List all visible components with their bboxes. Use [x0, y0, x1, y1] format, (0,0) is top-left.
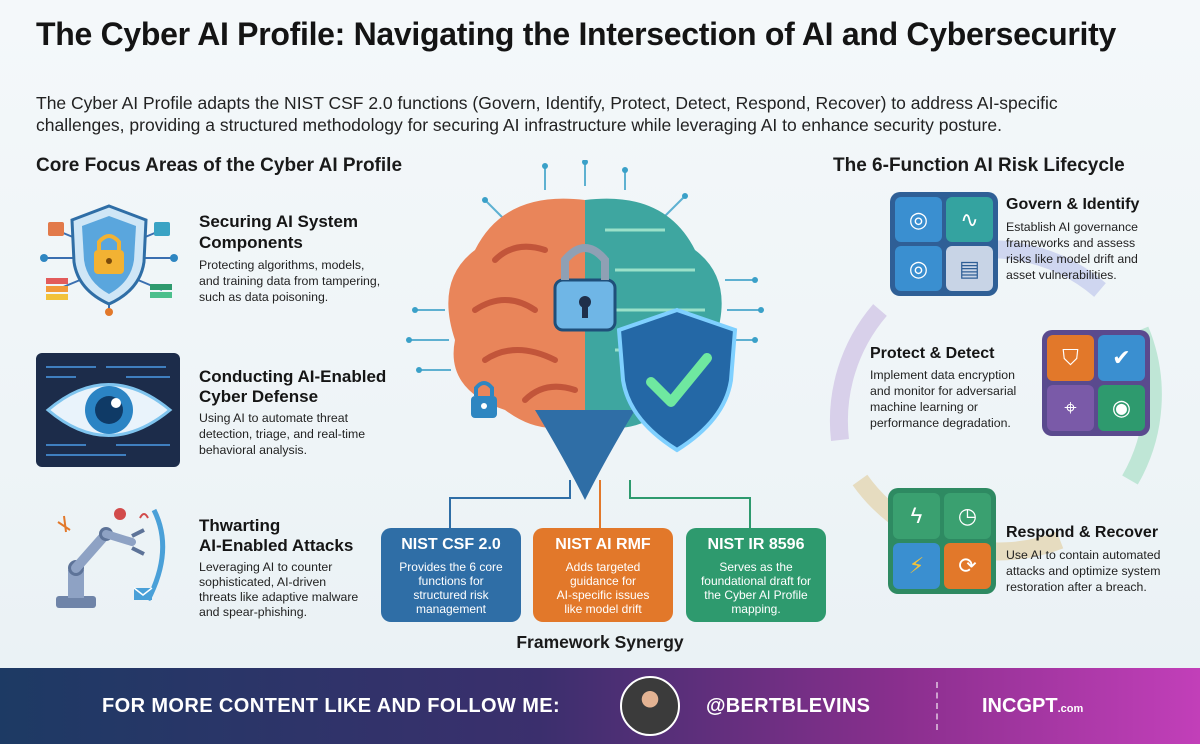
brand-name: INCGPT [982, 695, 1058, 717]
lifecycle-protect-title: Protect & Detect [870, 345, 995, 362]
focus-item-defense: Conducting AI-Enabled Cyber Defense Usin… [36, 353, 406, 473]
radar-icon: ◉ [1098, 385, 1145, 431]
shield-lock-network-icon [40, 204, 178, 316]
framework-desc-line-4: mapping. [731, 602, 781, 616]
lifecycle-protect-desc-1: Implement data encryption [870, 368, 1015, 382]
focus-title-line-1: Thwarting [199, 516, 281, 535]
shield-icon: ⛉ [1047, 335, 1094, 381]
lightning-icon: ϟ [893, 493, 940, 539]
focus-desc-line-3: behavioral analysis. [199, 443, 308, 457]
brand-suffix: .com [1057, 703, 1084, 715]
lifecycle-respond-desc-2: attacks and optimize system [1006, 564, 1161, 578]
lifecycle-respond-desc-1: Use AI to contain automated [1006, 548, 1161, 562]
focus-item-attacks: Thwarting AI-Enabled Attacks Leveraging … [36, 500, 406, 620]
focus-title-line-1: Securing AI System [199, 212, 359, 231]
eye-code-icon [36, 353, 180, 467]
framework-title: NIST CSF 2.0 [401, 536, 501, 553]
framework-desc-line-2: guidance for [569, 574, 637, 588]
framework-desc-line-4: like model drift [564, 602, 642, 616]
compass-icon: ◎ [895, 246, 942, 291]
lifecycle-govern-desc-1: Establish AI governance [1006, 220, 1138, 234]
document-gavel-icon: ▤ [946, 246, 993, 291]
framework-title: NIST IR 8596 [707, 536, 805, 553]
govern-tiles: ◎ ∿ ◎ ▤ [890, 192, 998, 296]
footer-brand-link[interactable]: INCGPT.com [982, 695, 1083, 718]
framework-card-ir8596: NIST IR 8596 Serves as the foundational … [686, 528, 826, 622]
refresh-icon: ⟳ [944, 543, 991, 589]
page-title: The Cyber AI Profile: Navigating the Int… [36, 16, 1116, 52]
focus-title-line-1: Conducting AI-Enabled [199, 367, 387, 386]
focus-title-line-2: Cyber Defense [199, 387, 319, 406]
focus-title-line-2: AI-Enabled Attacks [199, 536, 354, 555]
footer-divider [936, 682, 938, 730]
framework-synergy-label: Framework Synergy [516, 632, 684, 652]
lifecycle-protect-desc-3: machine learning or [870, 400, 979, 414]
focus-desc-line-1: Protecting algorithms, models, [199, 258, 365, 272]
framework-title: NIST AI RMF [555, 536, 651, 553]
focus-desc-line-3: threats like adaptive malware [199, 590, 359, 604]
clock-restore-icon: ◷ [944, 493, 991, 539]
bolt-icon: ⚡ [893, 543, 940, 589]
framework-desc-line-1: Adds targeted [565, 560, 641, 574]
robot-arm-icon [56, 508, 166, 608]
satellite-icon: ⌖ [1047, 385, 1094, 431]
footer-banner: FOR MORE CONTENT LIKE AND FOLLOW ME: @BE… [0, 668, 1200, 744]
focus-desc-line-4: and spear-phishing. [199, 605, 308, 619]
lifecycle-respond-title: Respond & Recover [1006, 524, 1159, 541]
core-focus-heading: Core Focus Areas of the Cyber AI Profile [36, 155, 403, 176]
focus-title-line-2: Components [199, 233, 303, 252]
framework-connectors [449, 480, 751, 528]
lifecycle-heading: The 6-Function AI Risk Lifecycle [833, 155, 1125, 176]
framework-desc-line-1: Provides the 6 core [399, 560, 503, 574]
respond-tiles: ϟ ◷ ⚡ ⟳ [888, 488, 996, 594]
compass-icon: ◎ [895, 197, 942, 242]
focus-item-securing: Securing AI System Components Protecting… [36, 200, 406, 320]
pulse-icon: ∿ [946, 197, 993, 242]
lifecycle-govern-title: Govern & Identify [1006, 196, 1140, 213]
footer-cta: FOR MORE CONTENT LIKE AND FOLLOW ME: [102, 695, 561, 717]
intro-text: The Cyber AI Profile adapts the NIST CSF… [36, 93, 1058, 135]
focus-desc-line-1: Using AI to automate threat [199, 411, 349, 425]
avatar [620, 676, 680, 736]
framework-desc-line-4: management [415, 602, 487, 616]
brain-shield-illustration [406, 160, 764, 500]
protect-tiles: ⛉ ✔ ⌖ ◉ [1042, 330, 1150, 436]
lifecycle-protect-desc-4: performance degradation. [870, 416, 1011, 430]
focus-desc-line-2: sophisticated, AI-driven [199, 575, 327, 589]
focus-desc-line-1: Leveraging AI to counter [199, 560, 333, 574]
framework-card-ai-rmf: NIST AI RMF Adds targeted guidance for A… [533, 528, 673, 622]
framework-desc-line-3: AI-specific issues [556, 588, 650, 602]
framework-desc-line-2: foundational draft for [700, 574, 812, 588]
lifecycle-govern-desc-2: frameworks and assess [1006, 236, 1136, 250]
shield-check-icon: ✔ [1098, 335, 1145, 381]
lifecycle-govern-desc-3: risks like model drift and [1006, 252, 1138, 266]
framework-desc-line-1: Serves as the [719, 560, 793, 574]
framework-card-csf: NIST CSF 2.0 Provides the 6 core functio… [381, 528, 521, 622]
focus-desc-line-2: detection, triage, and real-time [199, 427, 366, 441]
framework-desc-line-3: structured risk [413, 588, 489, 602]
focus-desc-line-2: and training data from tampering, [199, 274, 381, 288]
framework-desc-line-2: functions for [418, 574, 484, 588]
framework-desc-line-3: the Cyber AI Profile [704, 588, 808, 602]
footer-handle-link[interactable]: @BERTBLEVINS [706, 695, 871, 717]
lifecycle-protect-desc-2: and monitor for adversarial [870, 384, 1017, 398]
lifecycle-govern-desc-4: asset vulnerabilities. [1006, 268, 1117, 282]
focus-desc-line-3: such as data poisoning. [199, 290, 329, 304]
lifecycle-respond-desc-3: restoration after a breach. [1006, 580, 1147, 594]
